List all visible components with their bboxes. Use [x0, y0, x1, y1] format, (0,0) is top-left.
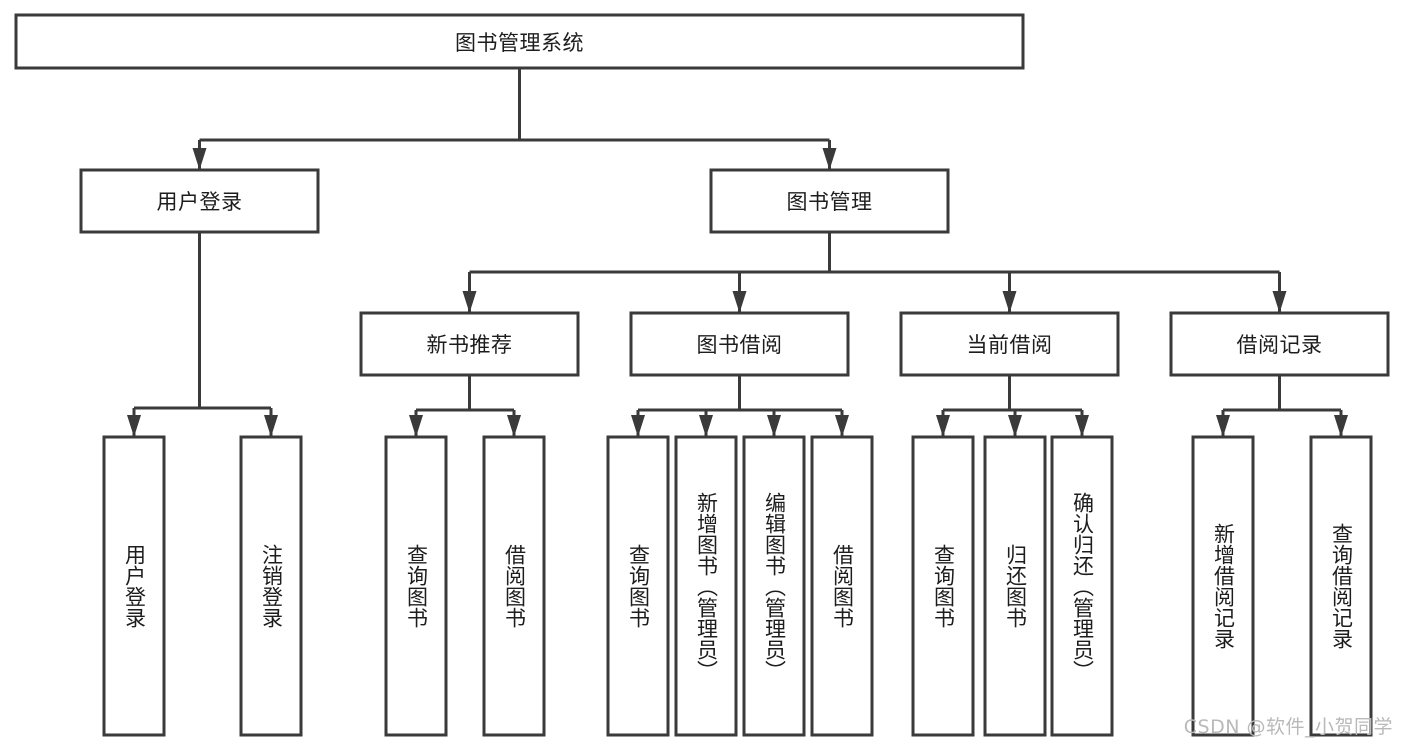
- arrow-head-icon-leaf-query-book-borrow: [631, 415, 645, 437]
- node-box-leaf-edit-book: [742, 435, 806, 737]
- node-box-leaf-borrow-book-recommend: [482, 435, 546, 737]
- arrow-head-icon-leaf-confirm-return: [1075, 415, 1089, 437]
- arrow-head-icon-current-borrow: [1002, 291, 1017, 313]
- arrow-head-icon-leaf-borrow-book-recommend: [507, 415, 521, 437]
- node-box-book-manage: [709, 168, 950, 234]
- arrow-head-icon-leaf-return-book: [1008, 415, 1022, 437]
- node-box-root: [14, 13, 1025, 70]
- arrow-head-icon-leaf-query-record: [1334, 415, 1348, 437]
- arrow-head-icon-leaf-logout: [264, 415, 278, 437]
- node-box-leaf-user-login: [102, 435, 166, 737]
- watermark-text: CSDN @软件_小贺同学: [1183, 716, 1393, 738]
- arrow-head-icon-leaf-borrow-book: [835, 415, 849, 437]
- connectors-layer: [127, 68, 1348, 437]
- node-box-current-borrow: [899, 311, 1120, 377]
- arrow-head-icon-leaf-add-record: [1216, 415, 1230, 437]
- arrow-head-icon-book-manage: [822, 148, 837, 170]
- node-box-leaf-add-record: [1191, 435, 1255, 737]
- node-box-book-borrow: [629, 311, 850, 377]
- node-box-leaf-add-book: [674, 435, 738, 737]
- arrow-head-icon-user-login: [192, 148, 207, 170]
- arrow-head-icon-leaf-query-book-recommend: [409, 415, 423, 437]
- node-box-user-login: [79, 168, 320, 234]
- node-box-leaf-confirm-return: [1050, 435, 1114, 737]
- node-box-leaf-query-book-recommend: [384, 435, 448, 737]
- arrow-head-icon-new-book-recommend: [462, 291, 477, 313]
- node-box-leaf-logout: [239, 435, 303, 737]
- arrow-head-icon-book-borrow: [732, 291, 747, 313]
- node-box-borrow-record: [1169, 311, 1390, 377]
- node-box-leaf-query-book-borrow: [606, 435, 670, 737]
- arrow-head-icon-leaf-user-login: [127, 415, 141, 437]
- arrow-head-icon-leaf-add-book: [699, 415, 713, 437]
- arrow-head-icon-leaf-query-book-current: [936, 415, 950, 437]
- node-boxes-layer: [14, 13, 1390, 737]
- arrow-head-icon-leaf-edit-book: [767, 415, 781, 437]
- node-box-leaf-query-record: [1309, 435, 1373, 737]
- node-box-leaf-return-book: [983, 435, 1047, 737]
- arrow-head-icon-borrow-record: [1272, 291, 1287, 313]
- node-box-new-book-recommend: [359, 311, 580, 377]
- node-box-leaf-borrow-book: [810, 435, 874, 737]
- node-box-leaf-query-book-current: [911, 435, 975, 737]
